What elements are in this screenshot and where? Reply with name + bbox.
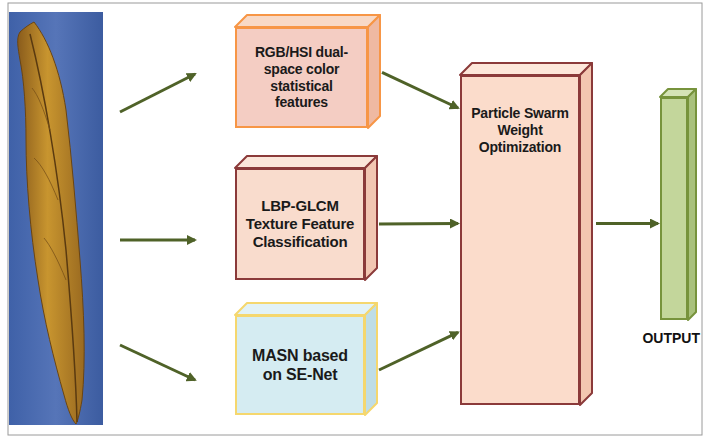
box-top-face (235, 303, 377, 315)
box-label: Particle Swarm Weight Optimization (470, 105, 570, 155)
box-depth-faces (660, 89, 696, 320)
leaf (18, 22, 84, 424)
box-label: RGB/HSI dual-space color statistical fea… (245, 44, 358, 111)
output-label: OUTPUT (642, 330, 700, 346)
flow-arrow (382, 72, 458, 108)
input-arrow (120, 345, 195, 380)
flow-arrow (596, 222, 658, 225)
input-arrow (120, 74, 195, 112)
output-bar: OUTPUT (660, 97, 688, 320)
process-box: RGB/HSI dual-space color statistical fea… (235, 27, 368, 128)
flow-arrow (379, 222, 458, 226)
box-side-face (368, 15, 380, 128)
photo-background (9, 12, 103, 425)
leaf-midrib (30, 34, 77, 422)
box-side-face (688, 89, 696, 320)
process-box: LBP-GLCM Texture Feature Classification (235, 168, 365, 280)
leaf-veins (32, 88, 66, 280)
process-box: Particle Swarm Weight Optimization (460, 75, 580, 405)
input-arrow (120, 239, 195, 242)
box-top-face (235, 15, 380, 27)
frame (8, 3, 702, 435)
box-top-face (460, 63, 592, 75)
flow-arrow (379, 332, 458, 370)
process-box: MASN based on SE-Net (235, 315, 365, 415)
box-label: LBP-GLCM Texture Feature Classification (245, 197, 355, 251)
box-side-face (365, 156, 377, 280)
box-side-face (580, 63, 592, 405)
box-label: MASN based on SE-Net (245, 346, 355, 384)
box-side-face (365, 303, 377, 415)
box-top-face (235, 156, 377, 168)
